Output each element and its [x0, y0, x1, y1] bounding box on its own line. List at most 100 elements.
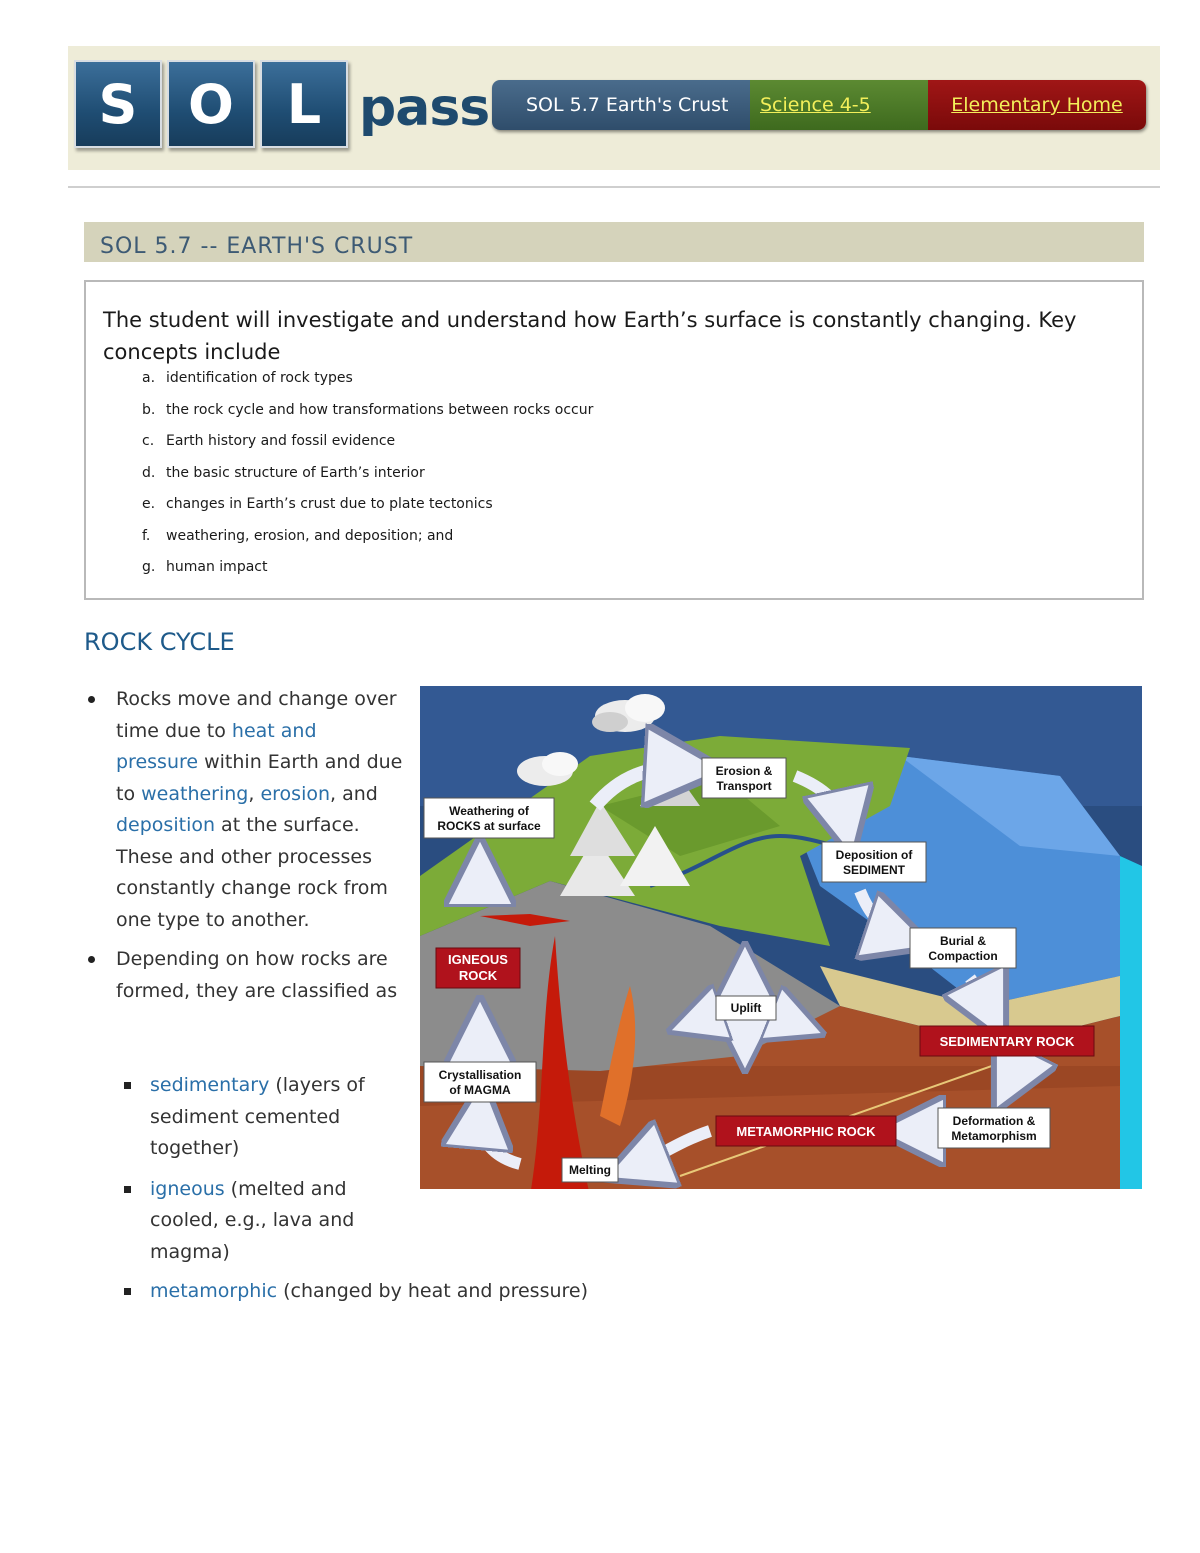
label-deformation-line2: Metamorphism: [951, 1129, 1036, 1143]
rock-cycle-diagram: Erosion & Transport Weathering of ROCKS …: [420, 686, 1142, 1189]
label-igneous: IGNEOUS ROCK: [435, 947, 521, 989]
term-weathering: weathering: [141, 782, 249, 805]
diagram-ocean-shallow: [900, 756, 1120, 856]
label-crystallisation-line2: of MAGMA: [449, 1083, 511, 1097]
objective-letter: c.: [142, 433, 155, 449]
sol-pass-logo[interactable]: S O L pass: [74, 60, 490, 148]
rock-cycle-heading: ROCK CYCLE: [84, 628, 235, 656]
arrow-icon: [695, 1016, 712, 1022]
label-erosion-line2: Transport: [716, 779, 771, 793]
label-melting: Melting: [561, 1157, 619, 1183]
arrow-icon: [792, 770, 845, 824]
label-deposition: Deposition of SEDIMENT: [821, 841, 927, 883]
objective-letter: d.: [142, 464, 156, 481]
label-deformation-line1: Deformation &: [953, 1114, 1036, 1128]
term-erosion: erosion: [260, 782, 331, 805]
objectives-box: The student will investigate and underst…: [84, 280, 1144, 600]
rock-type-desc: (changed by heat and pressure): [277, 1280, 589, 1302]
arrow-icon: [1010, 1061, 1020, 1081]
bullet-text: ,: [248, 782, 261, 805]
cloud-icon: [517, 752, 578, 786]
objective-text: weathering, erosion, and deposition; and: [166, 527, 454, 544]
nav-science-link[interactable]: Science 4-5: [760, 94, 871, 116]
objective-letter: f.: [142, 527, 151, 544]
logo-pass-text: pass: [359, 78, 490, 138]
objective-text: identification of rock types: [166, 370, 353, 386]
label-weathering-line2: ROCKS at surface: [437, 819, 541, 833]
objective-text: human impact: [166, 559, 268, 575]
logo-letter-s: S: [74, 60, 162, 148]
objective-item: g. human impact: [142, 557, 593, 589]
rock-type-desc: (layers of sediment cemented together): [150, 1074, 365, 1159]
rock-type-term: igneous: [150, 1177, 225, 1200]
rock-type-desc: (melted and cooled, e.g., lava and magma…: [150, 1177, 355, 1263]
nav-home-link[interactable]: Elementary Home: [951, 94, 1123, 116]
site-header: S O L pass SOL 5.7 Earth's Crust Science…: [68, 46, 1160, 170]
objective-item: f. weathering, erosion, and deposition; a…: [142, 526, 593, 558]
arrow-icon: [854, 888, 900, 936]
objective-letter: g.: [142, 559, 156, 575]
objective-text: Earth history and fossil evidence: [166, 433, 396, 449]
cloud-icon: [592, 694, 665, 732]
rock-types-list: sedimentary (layers of sediment cemented…: [124, 1070, 390, 1277]
label-igneous-line1: IGNEOUS: [448, 952, 508, 967]
rock-cycle-bullets: Rocks move and change over time due to h…: [84, 684, 404, 1015]
objective-text: the rock cycle and how transformations b…: [166, 401, 594, 418]
label-deposition-line1: Deposition of: [836, 848, 914, 862]
label-burial-line2: Compaction: [928, 949, 997, 963]
objective-item: d.the basic structure of Earth’s interio…: [142, 463, 593, 495]
bullet-classification: Depending on how rocks are formed, they …: [84, 944, 404, 1007]
objective-text: changes in Earth’s crust due to plate te…: [166, 496, 493, 512]
rock-type-metamorphic: metamorphic (changed by heat and pressur…: [123, 1276, 589, 1308]
diagram-crust-band: [420, 1066, 1120, 1106]
bullet-rocks-change: Rocks move and change over time due to h…: [84, 684, 404, 936]
label-weathering: Weathering of ROCKS at surface: [423, 797, 555, 839]
logo-letter-o: O: [167, 60, 255, 148]
arrow-icon: [635, 1131, 712, 1166]
label-weathering-line1: Weathering of: [449, 804, 530, 818]
section-heading: SOL 5.7 -- EARTH'S CRUST: [100, 234, 414, 259]
objective-item: c. Earth history and fossil evidence: [142, 431, 593, 463]
nav-science-cell: Science 4-5: [750, 80, 928, 130]
bullet-text: Depending on how rocks are formed, they …: [116, 948, 398, 1002]
term-deposition: deposition: [116, 814, 216, 836]
bullet-text: at the surface. These and other processe…: [116, 814, 388, 931]
label-igneous-line2: ROCK: [459, 968, 498, 983]
objective-letter: a.: [142, 370, 156, 386]
diagram-peak: [560, 836, 635, 896]
label-deposition-line2: SEDIMENT: [843, 863, 906, 877]
objective-item: b.the rock cycle and how transformations…: [142, 400, 593, 432]
label-uplift-text: Uplift: [731, 1001, 762, 1015]
objective-item: e.changes in Earth’s crust due to plate …: [142, 494, 593, 526]
label-sedimentary-text: SEDIMENTARY ROCK: [940, 1034, 1075, 1049]
label-melting-text: Melting: [569, 1163, 611, 1177]
label-erosion-line1: Erosion &: [716, 764, 773, 778]
label-sedimentary: SEDIMENTARY ROCK: [919, 1025, 1095, 1057]
diagram-magma-plume: [600, 986, 636, 1126]
bullet-text: , and: [330, 782, 378, 805]
rock-type-sedimentary: sedimentary (layers of sediment cemented…: [124, 1070, 390, 1165]
label-burial: Burial & Compaction: [909, 927, 1017, 969]
diagram-peak: [620, 826, 690, 886]
label-crystallisation-line1: Crystallisation: [439, 1068, 522, 1082]
objective-item: a. identification of rock types: [142, 368, 593, 400]
arrow-icon: [970, 978, 990, 1011]
label-burial-line1: Burial &: [940, 934, 986, 948]
diagram-magma-chamber: [531, 936, 589, 1189]
label-crystallisation: Crystallisation of MAGMA: [423, 1061, 537, 1103]
label-erosion: Erosion & Transport: [701, 757, 787, 799]
rock-type-term: metamorphic: [150, 1280, 278, 1302]
arrow-icon: [778, 1016, 798, 1024]
header-divider: [68, 186, 1160, 188]
nav-current-page: SOL 5.7 Earth's Crust: [492, 80, 750, 130]
label-metamorphic-text: METAMORPHIC ROCK: [736, 1124, 876, 1139]
logo-letter-l: L: [260, 60, 348, 148]
objectives-intro: The student will investigate and underst…: [103, 308, 1077, 364]
label-metamorphic: METAMORPHIC ROCK: [715, 1115, 897, 1147]
top-nav: SOL 5.7 Earth's Crust Science 4-5 Elemen…: [492, 80, 1146, 130]
bullet-text: Rocks move and change over time due to: [116, 688, 397, 742]
cycle-arrows: [480, 768, 1020, 1166]
rock-type-term: sedimentary: [150, 1074, 270, 1096]
nav-home-cell: Elementary Home: [928, 80, 1146, 130]
arrow-icon: [480, 1114, 522, 1170]
